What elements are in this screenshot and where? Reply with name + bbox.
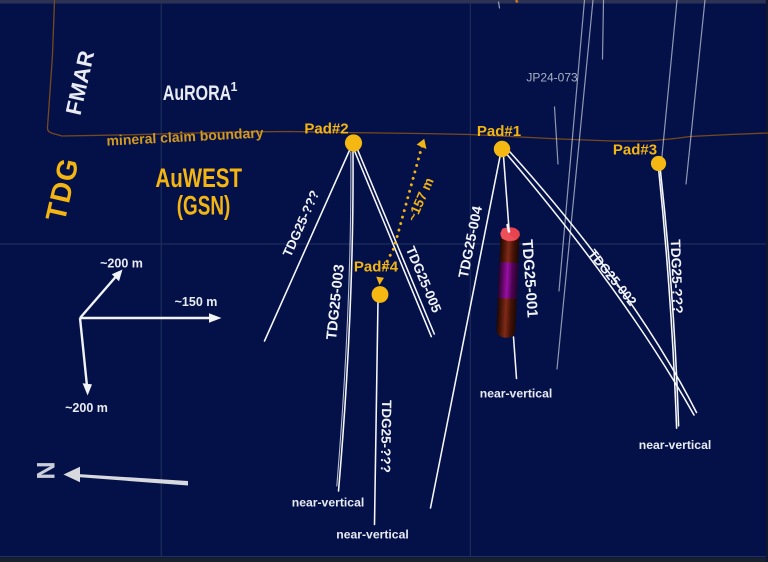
svg-text:TDG25-???: TDG25-???	[378, 400, 394, 473]
svg-text:near-vertical: near-vertical	[639, 438, 712, 452]
svg-text:~150 m: ~150 m	[175, 295, 218, 309]
svg-text:Pad#2: Pad#2	[304, 121, 348, 138]
svg-text:Pad#4: Pad#4	[354, 259, 399, 276]
svg-text:TDG25-???: TDG25-???	[668, 239, 686, 314]
svg-text:near-vertical: near-vertical	[336, 527, 409, 541]
svg-text:N: N	[33, 461, 61, 479]
svg-text:~200 m: ~200 m	[65, 401, 108, 415]
svg-text:near-vertical: near-vertical	[480, 386, 553, 400]
svg-text:TDG25-003: TDG25-003	[324, 264, 348, 341]
svg-text:~200 m: ~200 m	[100, 257, 143, 271]
svg-text:AuWEST: AuWEST	[155, 163, 242, 193]
svg-text:JP24-073: JP24-073	[526, 71, 578, 85]
svg-text:Pad#3: Pad#3	[613, 142, 657, 159]
svg-text:Pad#1: Pad#1	[477, 123, 521, 140]
svg-text:AuRORA: AuRORA	[163, 81, 231, 105]
svg-text:TDG25-001: TDG25-001	[518, 239, 540, 318]
svg-text:1: 1	[231, 80, 238, 94]
svg-text:near-vertical: near-vertical	[292, 495, 365, 509]
svg-text:(GSN): (GSN)	[177, 190, 231, 220]
